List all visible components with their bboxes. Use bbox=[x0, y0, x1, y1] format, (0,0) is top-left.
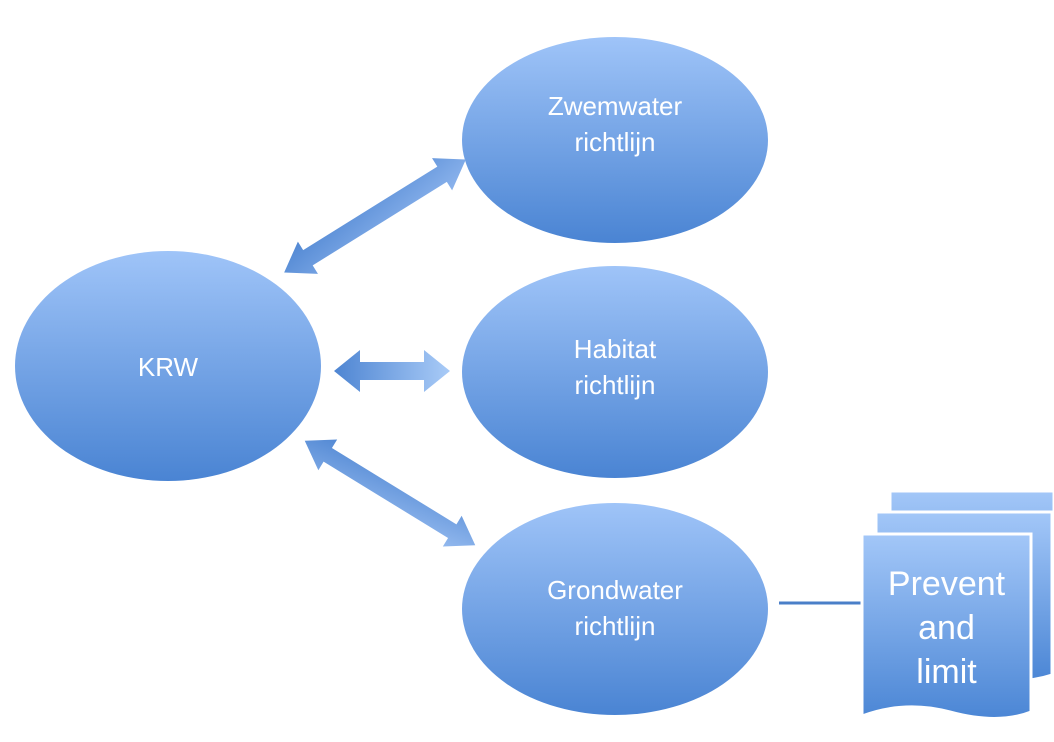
document-label-line3: limit bbox=[916, 653, 977, 691]
grondwater-oval bbox=[462, 503, 768, 715]
krw-oval bbox=[15, 251, 321, 481]
arrow-krw-grondwater bbox=[304, 439, 476, 547]
document-label: Prevent and limit bbox=[862, 562, 1031, 694]
zwemwater-oval bbox=[462, 37, 768, 243]
document-label-line1: Prevent bbox=[887, 565, 1006, 603]
arrow-krw-zwemwater bbox=[284, 158, 466, 274]
document-page-front bbox=[860, 532, 1033, 720]
document-label-line2: and bbox=[918, 609, 975, 647]
habitat-oval bbox=[462, 266, 768, 478]
arrow-krw-habitat bbox=[334, 350, 450, 392]
document-stack bbox=[860, 489, 1054, 720]
